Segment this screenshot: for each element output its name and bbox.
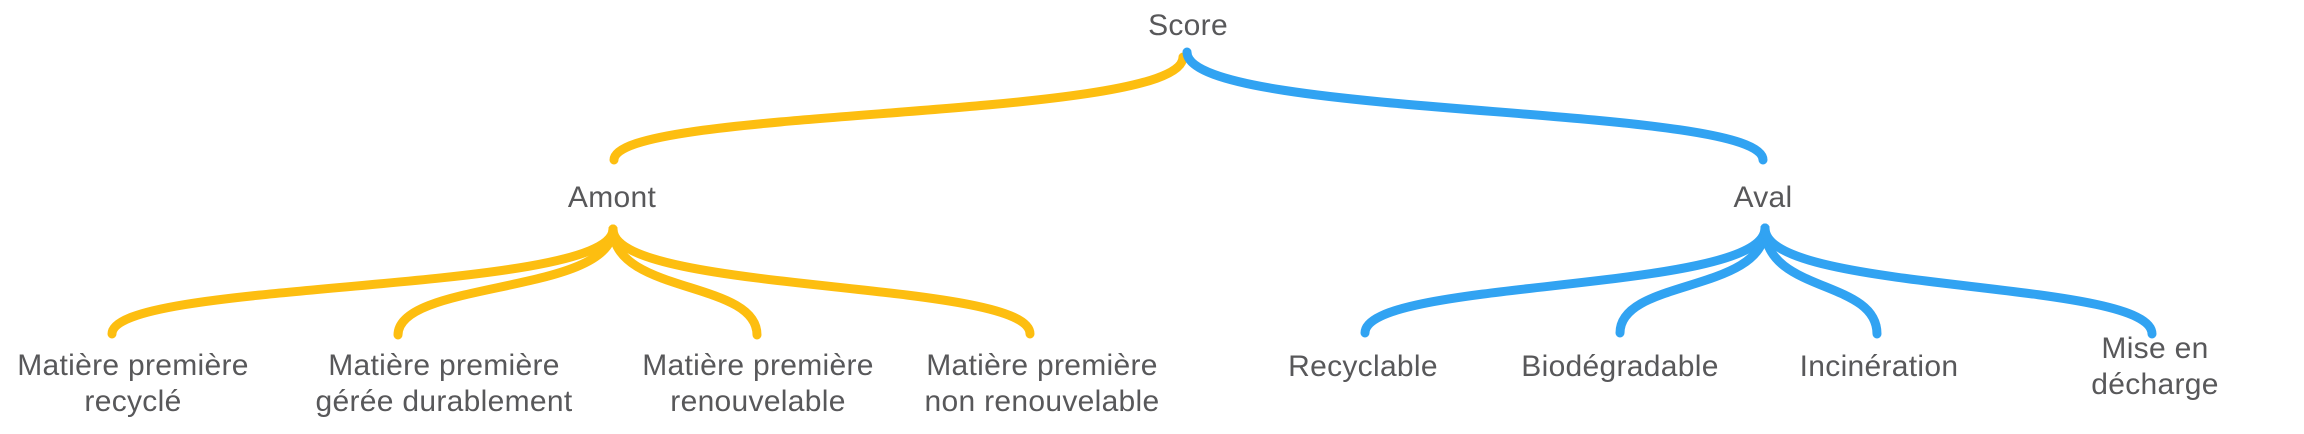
node-aval: Aval — [1733, 181, 1793, 214]
link-aval-child-3 — [1760, 223, 2157, 339]
node-incineration: Incinération — [1799, 350, 1959, 383]
node-matiere-premiere-geree-durablement: Matière première gérée durablement — [315, 349, 573, 418]
node-matiere-premiere-recycle: Matière première recyclé — [17, 349, 249, 418]
node-biodegradable: Biodégradable — [1521, 350, 1719, 383]
node-recyclable: Recyclable — [1288, 350, 1438, 383]
node-amont: Amont — [567, 181, 657, 214]
link-amont-child-2 — [608, 224, 762, 340]
link-amont-child-1 — [393, 224, 618, 340]
link-aval-child-0 — [1360, 223, 1770, 338]
link-aval-child-2 — [1760, 223, 1882, 339]
node-matiere-premiere-non-renouvelable: Matière première non renouvelable — [924, 349, 1160, 418]
link-amont-child-0 — [107, 224, 618, 339]
link-score-amont — [609, 52, 1188, 165]
link-score-aval — [1182, 47, 1768, 165]
link-amont-child-3 — [608, 224, 1035, 339]
node-score: Score — [1148, 9, 1228, 42]
node-mise-en-decharge: Mise en décharge — [2091, 332, 2219, 401]
link-aval-child-1 — [1615, 223, 1770, 338]
node-matiere-premiere-renouvelable: Matière première renouvelable — [642, 349, 874, 418]
